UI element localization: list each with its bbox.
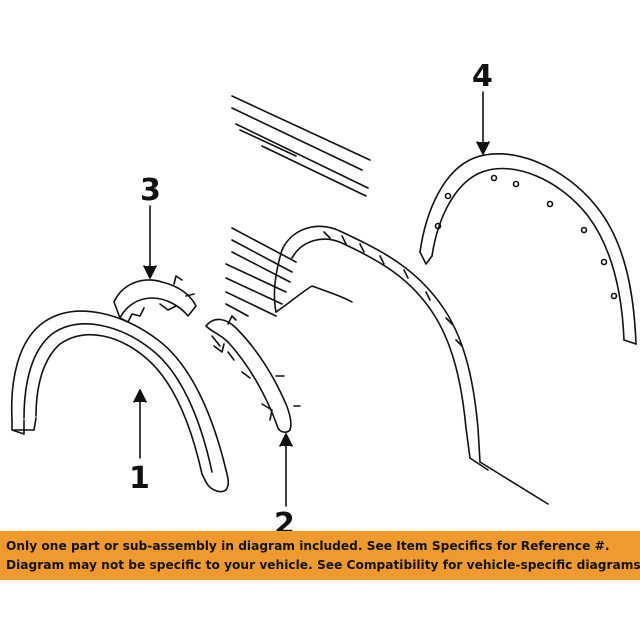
part-2-molding: [205, 315, 301, 433]
callout-number-4: 4: [472, 59, 493, 94]
quarter-panel: [273, 225, 549, 505]
disclaimer-banner: Only one part or sub-assembly in diagram…: [0, 531, 640, 580]
leader-lines: [133, 91, 490, 507]
disclaimer-line-1: Only one part or sub-assembly in diagram…: [6, 538, 610, 553]
bottom-margin: [0, 580, 640, 640]
disclaimer-line-2: Diagram may not be specific to your vehi…: [6, 557, 640, 572]
part-4-fender-flare: [419, 153, 637, 345]
part-1-fender-flare: [10, 310, 230, 493]
callout-number-1: 1: [129, 461, 150, 496]
part-3-molding: [113, 275, 197, 323]
callout-number-3: 3: [140, 173, 161, 208]
vehicle-body-lines: [225, 95, 371, 317]
